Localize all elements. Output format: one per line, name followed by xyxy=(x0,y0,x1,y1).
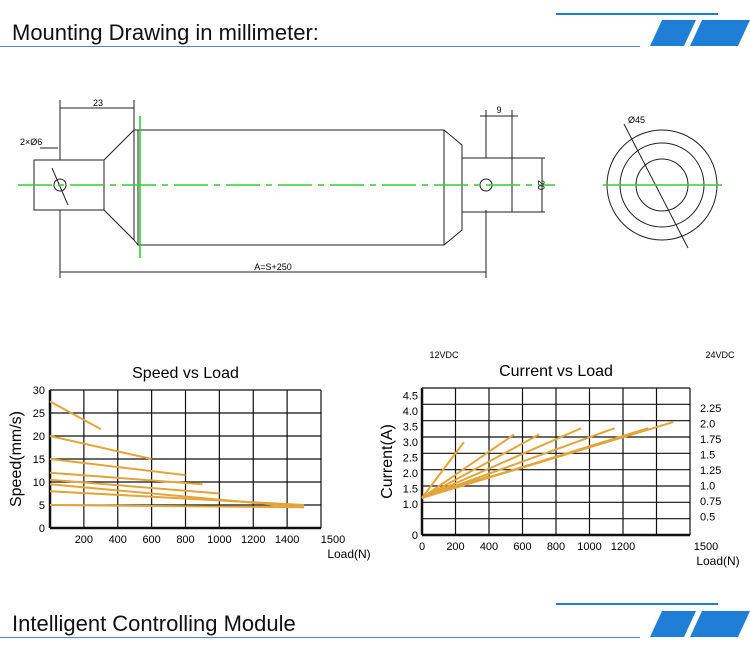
chart1-series-line-2 xyxy=(49,435,152,460)
chart2-y-tick: 4.0 xyxy=(403,406,418,418)
module-rule xyxy=(0,637,640,638)
dim-diameter: Ø45 xyxy=(628,115,645,125)
chart1-x-tick: 800 xyxy=(176,534,194,546)
chart1-y-tick: 5 xyxy=(39,500,45,512)
chart2-series-line-8 xyxy=(421,475,490,499)
chart2-y-tick: 3.0 xyxy=(403,437,418,449)
chart1-x-tick: 200 xyxy=(75,534,93,546)
chart1-x-tick: 1200 xyxy=(241,534,265,546)
chart1-title: Speed vs Load xyxy=(132,365,239,382)
chart1-xlabel: Load(N) xyxy=(327,547,370,561)
dim-20: 20 xyxy=(536,180,546,190)
left-hole xyxy=(53,178,67,192)
chart2-series-line-1 xyxy=(421,441,465,499)
chart2-x-tick: 400 xyxy=(480,541,498,553)
chart2-y-tick: 2.0 xyxy=(403,468,418,480)
mounting-drawing: 23 9 2×Ø6 20 A=S+250 Ø45 xyxy=(18,98,722,278)
chart2-y-tick: 1.0 xyxy=(403,499,418,511)
chart2-x-tick: 0 xyxy=(419,541,425,553)
right-taper xyxy=(443,129,463,246)
chart2-y2-tick: 0.75 xyxy=(700,496,721,508)
chart1-series-line-1 xyxy=(49,400,102,430)
chart2-series-line-5 xyxy=(421,427,615,499)
chart2-y-tick: 4.5 xyxy=(403,391,418,403)
dim-9: 9 xyxy=(496,105,501,115)
mounting-header: Mounting Drawing in millimeter: xyxy=(0,0,750,50)
chart1-x-tick: 1500 xyxy=(321,534,345,546)
chart2-y2-tick: 1.0 xyxy=(700,481,715,493)
header-deco-line xyxy=(556,13,718,15)
chart1-series-line-4 xyxy=(49,471,203,486)
dim-hole: 2×Ø6 xyxy=(20,137,42,147)
chart2-x-tick: 800 xyxy=(547,541,565,553)
module-header: Intelligent Controlling Module xyxy=(0,595,750,645)
chart2-xlabel: Load(N) xyxy=(696,554,739,568)
chart1-x-tick: 1000 xyxy=(207,534,231,546)
chart2-y-tick: 1.5 xyxy=(403,484,418,496)
chart2-y2-tick: 0.5 xyxy=(700,512,715,524)
centerlines xyxy=(18,116,722,258)
chart2-ylabel: Current(A) xyxy=(379,424,396,499)
chart1-x-tick: 600 xyxy=(142,534,160,546)
chart1-series-line-8 xyxy=(49,504,305,509)
chart2-series-line-3 xyxy=(421,433,540,499)
chart1-y-tick: 25 xyxy=(33,408,45,420)
chart1-y-tick: 30 xyxy=(33,385,45,397)
chart1-y-tick: 20 xyxy=(33,431,45,443)
chart1-ylabel: Speed(mm/s) xyxy=(8,411,25,507)
chart2-x-tick: 200 xyxy=(446,541,464,553)
chart2-x-tick: 600 xyxy=(513,541,531,553)
chart2-y-tick: 0 xyxy=(412,530,418,542)
mounting-title: Mounting Drawing in millimeter: xyxy=(12,20,319,45)
chart1-series-line-7 xyxy=(49,490,305,506)
chart2-left-axis-label: 12VDC xyxy=(429,350,459,360)
chart2-series-line-4 xyxy=(421,427,582,499)
chart2-y2-tick: 2.0 xyxy=(700,419,715,431)
module-stripe-logo xyxy=(650,611,750,637)
chart2-title: Current vs Load xyxy=(499,363,613,380)
dim-23: 23 xyxy=(93,98,103,108)
dim-length: A=S+250 xyxy=(254,262,292,272)
chart2-x-tick: 1500 xyxy=(694,541,718,553)
chart1-y-tick: 0 xyxy=(39,523,45,535)
chart2-y2-tick: 2.25 xyxy=(700,403,721,415)
chart1-x-tick: 1400 xyxy=(275,534,299,546)
chart1-x-tick: 400 xyxy=(109,534,127,546)
module-deco-line xyxy=(556,603,718,605)
chart1-series-line-5 xyxy=(49,478,220,495)
chart1-y-tick: 10 xyxy=(33,477,45,489)
chart2-series-line-2 xyxy=(421,433,515,499)
chart2-x-tick: 1000 xyxy=(577,541,601,553)
chart2-x-tick: 1200 xyxy=(611,541,635,553)
chart2-right-axis-label: 24VDC xyxy=(705,350,735,360)
chart2-y-tick: 3.5 xyxy=(403,422,418,434)
chart1-series-line-3 xyxy=(49,458,186,477)
chart1-y-tick: 15 xyxy=(33,454,45,466)
module-title: Intelligent Controlling Module xyxy=(12,611,296,636)
chart2-y2-tick: 1.5 xyxy=(700,450,715,462)
header-rule xyxy=(0,46,640,47)
chart2-y2-tick: 1.75 xyxy=(700,434,721,446)
cylinder-body xyxy=(137,129,445,246)
chart2-y-tick: 2.5 xyxy=(403,453,418,465)
chart2-y2-tick: 1.25 xyxy=(700,465,721,477)
header-stripe-logo xyxy=(650,20,750,46)
